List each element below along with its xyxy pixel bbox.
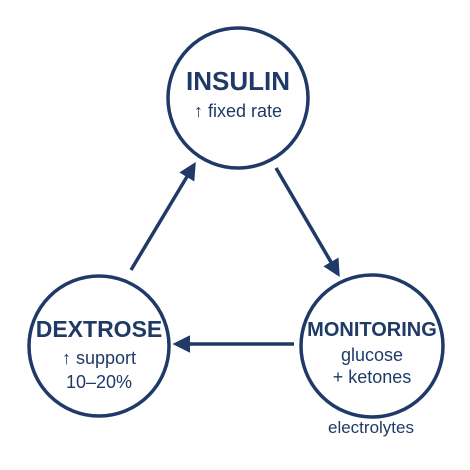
node-dextrose: DEXTROSE ↑ support 10–20% [27, 274, 171, 418]
node-insulin: INSULIN ↑ fixed rate [166, 26, 310, 170]
node-monitoring-line1: glucose [341, 345, 403, 365]
node-monitoring-line2: + ketones [333, 367, 412, 387]
node-insulin-title: INSULIN [186, 66, 290, 96]
node-dextrose-line2: 10–20% [66, 372, 132, 392]
node-monitoring-title: MONITORING [307, 319, 437, 341]
node-monitoring-circle [299, 273, 445, 419]
node-dextrose-line1: ↑ support [62, 348, 136, 368]
node-dextrose-title: DEXTROSE [36, 316, 163, 342]
node-insulin-subtitle: ↑ fixed rate [194, 101, 282, 121]
node-insulin-circle [166, 26, 310, 170]
node-dextrose-circle [27, 274, 171, 418]
monitoring-note: electrolytes [328, 418, 414, 437]
arrow-insulin-to-monitoring [274, 167, 340, 278]
node-monitoring: MONITORING glucose + ketones [299, 273, 445, 419]
arrow-dextrose-to-insulin [129, 161, 196, 271]
